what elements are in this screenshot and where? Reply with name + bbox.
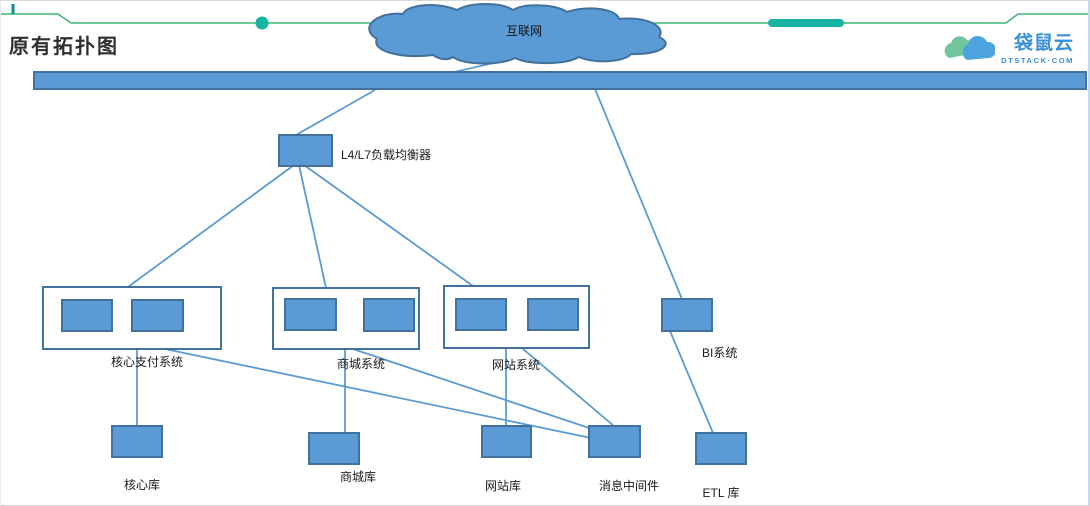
group-website-system xyxy=(443,285,590,349)
edge-mall-middleware xyxy=(352,348,593,430)
brand-name: 袋鼠云 xyxy=(1013,33,1074,54)
header-teal-capsule xyxy=(768,19,844,27)
group-label-core-payment: 核心支付系统 xyxy=(110,355,183,369)
core-payment-server-2 xyxy=(131,299,184,332)
brand-cloud-icon xyxy=(944,35,996,60)
edge-backbone-bi xyxy=(594,88,683,300)
edge-lb-website xyxy=(303,164,474,287)
edge-bi-etl xyxy=(669,330,714,434)
website-db-node xyxy=(481,425,532,458)
core-db-label: 核心库 xyxy=(123,478,160,492)
bi-system-label: BI系统 xyxy=(702,346,738,360)
core-payment-server-1 xyxy=(61,299,113,332)
message-middleware-node xyxy=(588,425,641,458)
edge-lb-core-payment xyxy=(127,164,295,288)
message-middleware-label: 消息中间件 xyxy=(598,479,659,493)
load-balancer-label: L4/L7负载均衡器 xyxy=(341,148,432,162)
edges xyxy=(127,54,714,439)
website-server-2 xyxy=(527,298,579,331)
brand-logo[interactable]: 袋鼠云 DTSTACK·COM xyxy=(943,34,1074,65)
mall-server-2 xyxy=(363,298,415,332)
mall-db-node xyxy=(308,432,360,465)
website-db-label: 网站库 xyxy=(484,479,521,493)
website-server-1 xyxy=(455,298,507,331)
bi-system-node xyxy=(661,298,713,332)
group-label-website: 网站系统 xyxy=(491,358,540,372)
group-mall-system xyxy=(272,287,420,350)
etl-db-node xyxy=(695,432,747,465)
edge-corepay-middleware xyxy=(164,348,592,439)
group-core-payment-system xyxy=(42,286,222,350)
group-label-mall: 商城系统 xyxy=(336,357,385,371)
load-balancer-node xyxy=(278,134,333,167)
brand-domain: DTSTACK·COM xyxy=(1001,56,1074,65)
internet-label: 互联网 xyxy=(505,24,542,38)
internet-cloud xyxy=(368,3,667,65)
edge-website-middleware xyxy=(522,348,615,427)
header-teal-dot xyxy=(255,16,269,30)
backbone-bar xyxy=(33,71,1087,90)
edge-backbone-loadbalancer xyxy=(295,89,376,136)
mall-server-1 xyxy=(284,298,337,331)
etl-db-label: ETL 库 xyxy=(702,486,740,500)
edge-lb-mall xyxy=(298,164,327,289)
core-db-node xyxy=(111,425,163,458)
mall-db-label: 商城库 xyxy=(339,470,376,484)
page-title: 原有拓扑图 xyxy=(9,34,119,58)
